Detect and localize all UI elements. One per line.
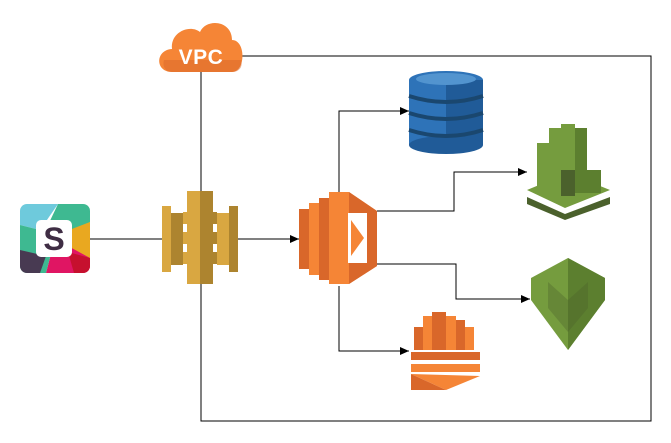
vpc-cloud-icon: VPC bbox=[159, 22, 243, 72]
kinesis-icon bbox=[411, 312, 480, 390]
svg-text:S: S bbox=[43, 221, 64, 257]
edge-lambda-to-guardduty bbox=[377, 263, 530, 303]
lambda-icon bbox=[299, 192, 377, 284]
guardduty-icon bbox=[531, 258, 605, 350]
vpc-label: VPC bbox=[179, 46, 224, 69]
edge-lambda-to-cloudwatch bbox=[377, 168, 527, 212]
api-gateway-icon bbox=[162, 191, 238, 284]
slack-logo-icon: S bbox=[20, 204, 90, 273]
vpc-boundary bbox=[200, 55, 652, 422]
cloudwatch-icon bbox=[527, 124, 610, 220]
edge-lambda-to-kinesis bbox=[338, 286, 409, 355]
edge-lambda-to-dynamodb bbox=[338, 107, 409, 192]
dynamodb-icon bbox=[408, 71, 484, 154]
